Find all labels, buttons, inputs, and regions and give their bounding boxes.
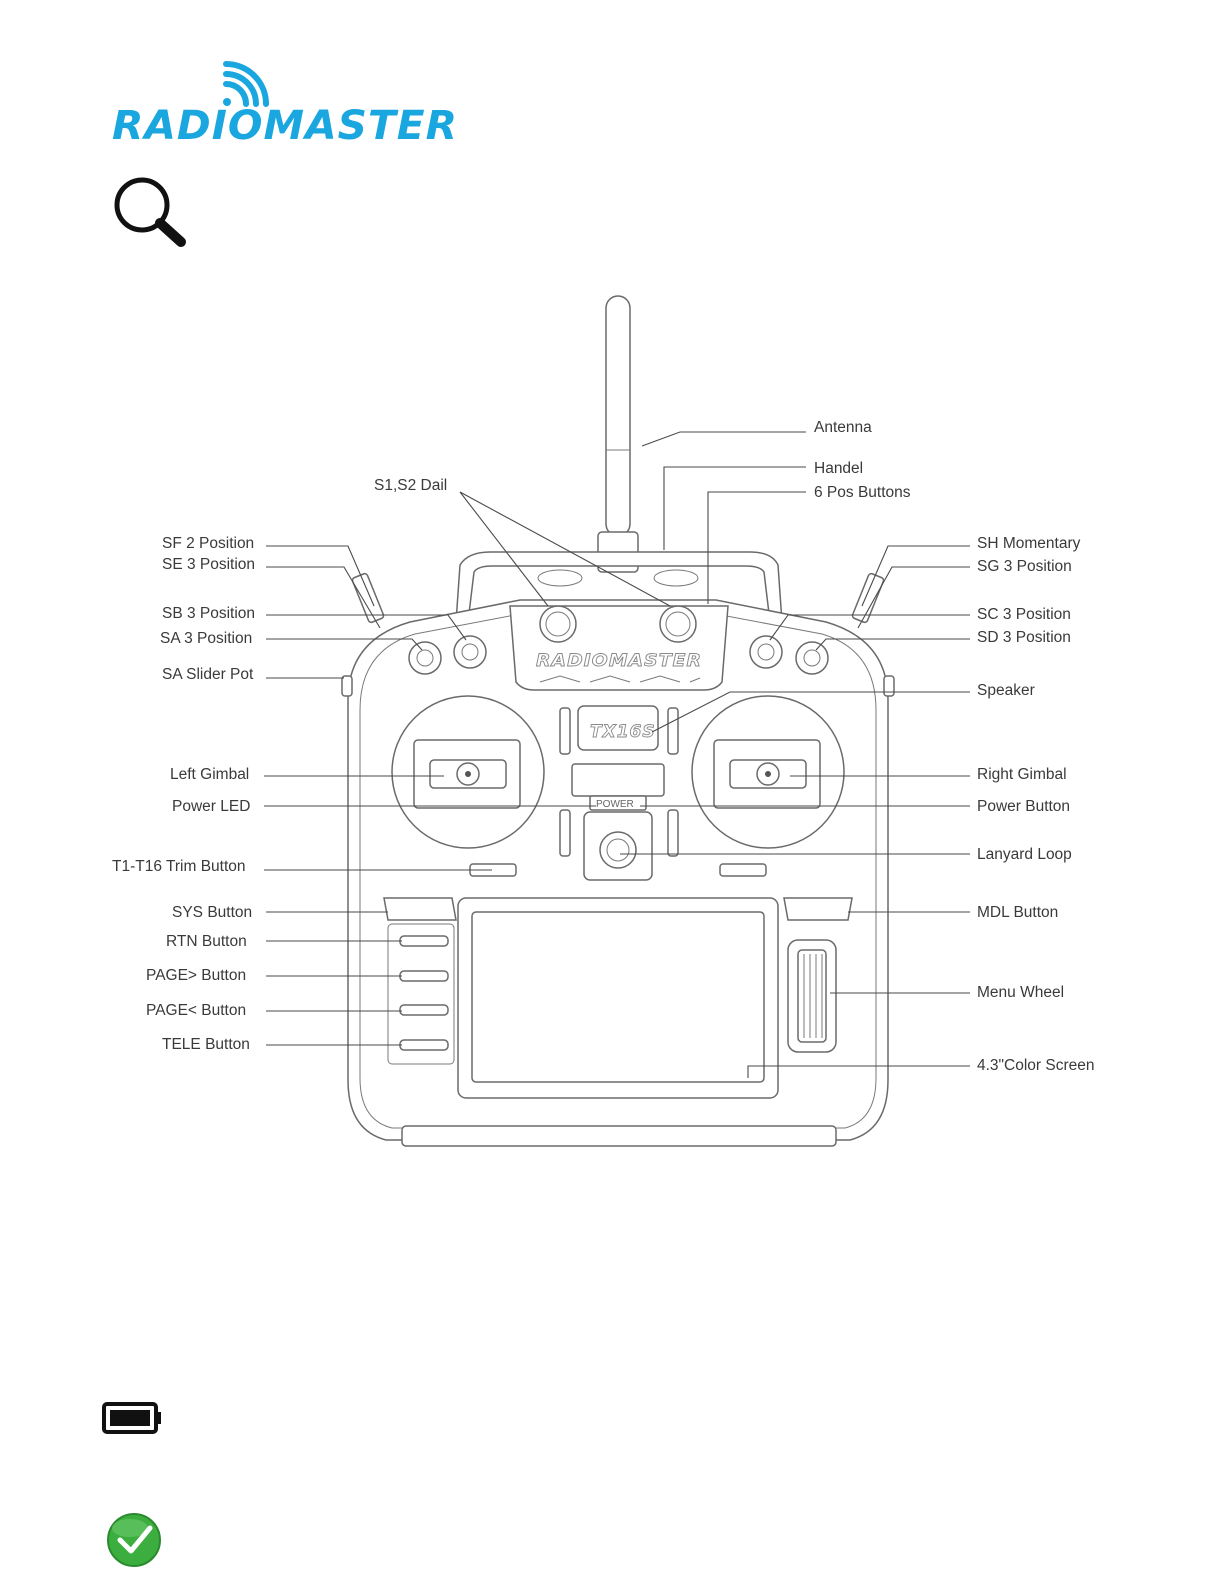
radiomaster-logo: RADIOMASTER (112, 61, 458, 149)
signal-waves-icon (223, 61, 269, 107)
magnifier-icon (114, 177, 186, 247)
mdl-button (783, 897, 853, 921)
power-led (589, 795, 647, 811)
label-sg: SG 3 Position (977, 558, 1072, 575)
switch-sd (795, 641, 829, 675)
switch-sb (453, 635, 487, 669)
s1-dial (539, 605, 577, 643)
label-tele-button: TELE Button (162, 1036, 250, 1053)
label-left-gimbal: Left Gimbal (170, 766, 249, 783)
tele-button (399, 1039, 449, 1051)
logo-text: RADIOMASTER (112, 103, 458, 149)
label-sh: SH Momentary (977, 535, 1081, 552)
label-sb: SB 3 Position (162, 605, 255, 622)
label-page-next: PAGE> Button (146, 967, 246, 984)
power-text: POWER (596, 799, 634, 810)
antenna (605, 295, 631, 537)
page-prev-button (399, 1004, 449, 1016)
label-slider-pot: SA Slider Pot (162, 666, 254, 683)
label-sys-button: SYS Button (172, 904, 252, 921)
label-color-screen: 4.3"Color Screen (977, 1057, 1095, 1074)
check-icon (107, 1513, 161, 1567)
menu-wheel (787, 939, 837, 1053)
label-s1-s2-dial: S1,S2 Dail (374, 477, 447, 494)
label-sa: SA 3 Position (160, 630, 252, 647)
label-trim-button: T1-T16 Trim Button (112, 858, 246, 875)
label-power-led: Power LED (172, 798, 250, 815)
label-page-prev: PAGE< Button (146, 1002, 246, 1019)
leader-lines (264, 431, 970, 1078)
label-speaker: Speaker (977, 682, 1035, 699)
switch-sc (749, 635, 783, 669)
page-next-button (399, 970, 449, 982)
label-rtn-button: RTN Button (166, 933, 247, 950)
right-gimbal (691, 695, 845, 849)
labels: Antenna Handel 6 Pos Buttons S1,S2 Dail … (112, 419, 1095, 1074)
speaker (577, 705, 659, 751)
label-sc: SC 3 Position (977, 606, 1071, 623)
label-antenna: Antenna (814, 419, 872, 436)
color-screen (471, 911, 765, 1083)
label-sd: SD 3 Position (977, 629, 1071, 646)
sys-button (383, 897, 457, 921)
label-6-pos-buttons: 6 Pos Buttons (814, 484, 911, 501)
label-lanyard-loop: Lanyard Loop (977, 846, 1072, 863)
s2-dial (659, 605, 697, 643)
device-badge: TX16S (590, 722, 656, 742)
switch-sa (408, 641, 442, 675)
rtn-button (399, 935, 449, 947)
label-sf: SF 2 Position (162, 535, 254, 552)
battery-icon (102, 1402, 161, 1434)
transmitter-drawing: RADIOMASTER (341, 295, 895, 1147)
label-menu-wheel: Menu Wheel (977, 984, 1064, 1001)
label-se: SE 3 Position (162, 556, 255, 573)
label-power-button: Power Button (977, 798, 1070, 815)
label-right-gimbal: Right Gimbal (977, 766, 1067, 783)
label-handle: Handel (814, 460, 863, 477)
label-mdl-button: MDL Button (977, 904, 1058, 921)
switch-sg-sh (851, 572, 885, 624)
left-gimbal (391, 695, 545, 849)
slider-pot (341, 675, 353, 697)
switch-se-sf (351, 572, 385, 624)
body-logo: RADIOMASTER (536, 651, 702, 671)
lanyard-loop (599, 831, 637, 869)
